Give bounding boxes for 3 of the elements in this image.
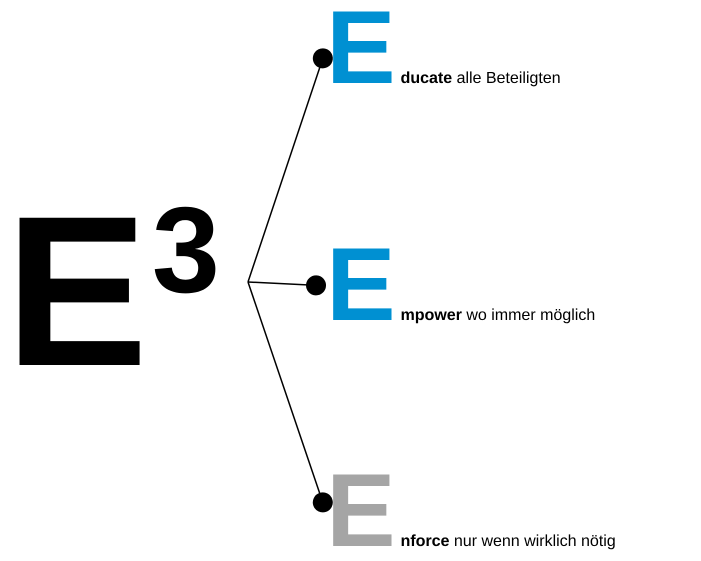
connector-line <box>248 275 326 296</box>
connector-line <box>247 48 333 282</box>
connector-line <box>247 282 333 512</box>
